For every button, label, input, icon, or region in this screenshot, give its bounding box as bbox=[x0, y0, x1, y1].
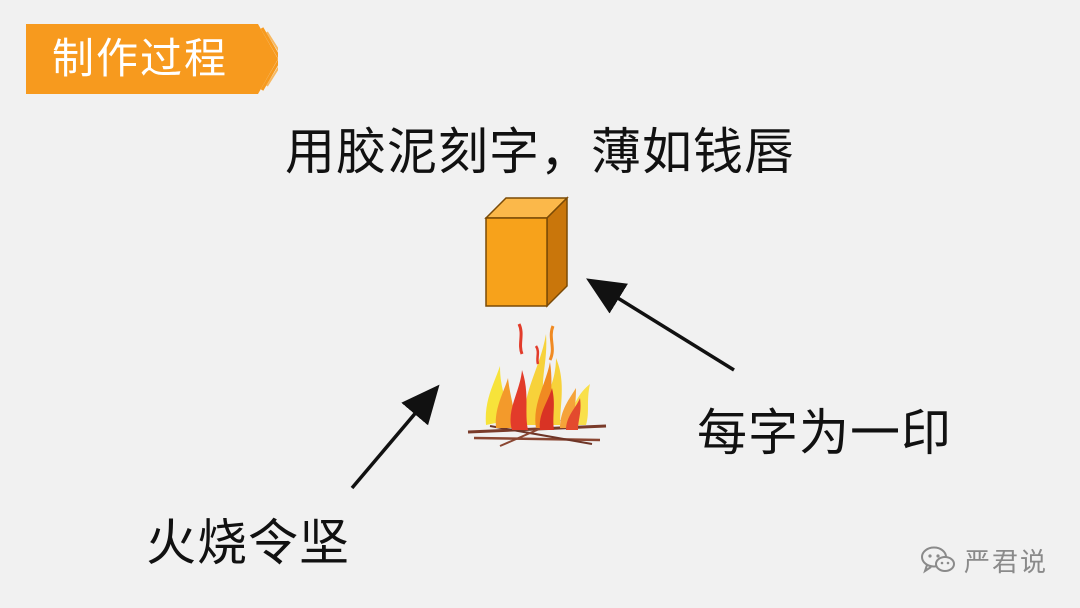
arrow-to-fire bbox=[352, 390, 435, 488]
wechat-logo-icon bbox=[920, 545, 956, 575]
clay-block-icon bbox=[486, 198, 567, 306]
fire-icon bbox=[468, 324, 606, 446]
label-each-character-one-type: 每字为一印 bbox=[697, 393, 952, 465]
arrow-to-block bbox=[592, 282, 734, 370]
label-fire-hardening: 火烧令坚 bbox=[146, 503, 350, 575]
watermark: 严君说 bbox=[920, 540, 1048, 580]
watermark-text: 严君说 bbox=[964, 542, 1048, 579]
